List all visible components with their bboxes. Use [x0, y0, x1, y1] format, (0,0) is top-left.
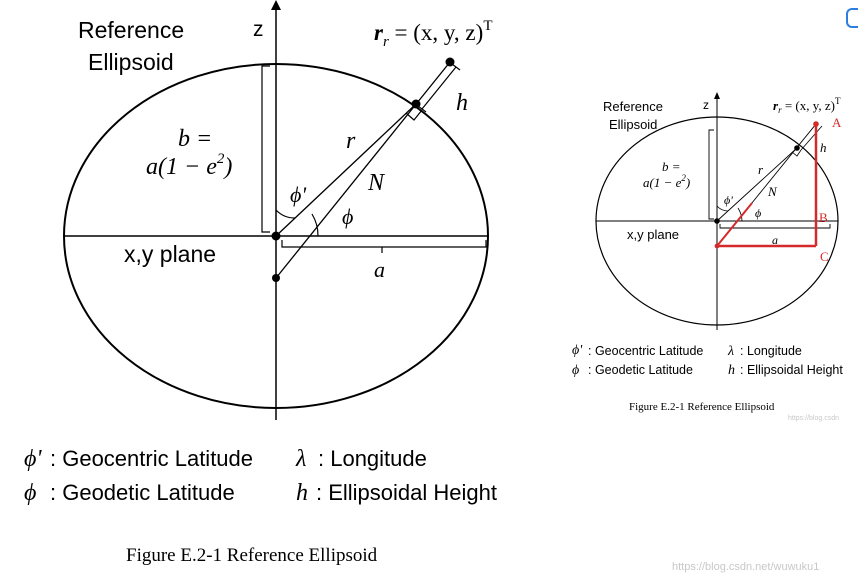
r-label: r [346, 128, 356, 154]
small-legend-row2-symbol2: h [728, 363, 735, 378]
r-line [275, 103, 417, 237]
small-legend-row1-text: : Geocentric Latitude [588, 344, 703, 358]
legend-row2-text: : Geodetic Latitude [50, 480, 235, 505]
legend-row2-text2: : Ellipsoidal Height [316, 480, 497, 505]
small-r-label: r [758, 162, 764, 177]
small-origin-point [714, 218, 720, 224]
a-bracket [281, 240, 487, 248]
small-b-formula-line1: b = [662, 159, 681, 174]
small-phi-prime-label: ϕ' [724, 193, 733, 207]
ref-label-line1: Reference [78, 17, 184, 43]
small-legend-row1-symbol: ϕ' [572, 343, 583, 358]
phi-prime-label: ϕ' [290, 182, 306, 207]
position-vector-equation: rr = (x, y, z)T [374, 18, 492, 50]
b-formula-line1: b = [178, 126, 212, 152]
normal-intersection-point [272, 274, 280, 282]
small-legend-row1-text2: : Longitude [740, 344, 802, 358]
origin-point [271, 231, 281, 241]
small-phi-arc [737, 207, 743, 222]
legend-row2-symbol: ϕ [24, 480, 36, 506]
legend-row1-text2: : Longitude [318, 446, 427, 471]
position-point [445, 57, 455, 67]
ring-icon[interactable] [846, 8, 858, 28]
N-label: N [367, 170, 386, 196]
red-normal-overlay [716, 202, 753, 247]
small-position-vector-equation: rr = (x, y, z)T [773, 96, 841, 115]
small-surface-point [794, 145, 800, 151]
small-xy-plane-label: x,y plane [627, 227, 679, 242]
small-legend-row2-symbol: ϕ [572, 363, 579, 378]
small-phi-label: ϕ [755, 206, 761, 220]
small-figure-caption: Figure E.2-1 Reference Ellipsoid [629, 401, 775, 413]
legend-row1-symbol2: λ [295, 446, 306, 472]
small-N-label: N [767, 184, 778, 199]
small-diagram: Reference Ellipsoid z rr = (x, y, z)T b … [572, 92, 843, 422]
small-right-angle-mark [791, 149, 802, 157]
large-diagram: Reference Ellipsoid z rr = (x, y, z)T b … [24, 0, 497, 566]
figure-caption: Figure E.2-1 Reference Ellipsoid [126, 545, 378, 566]
legend: ϕ' : Geocentric Latitude λ : Longitude ϕ… [24, 446, 497, 506]
small-h-bracket [800, 125, 823, 151]
small-phi-prime-arc [716, 205, 729, 212]
b-formula-line2: a(1 − e2) [146, 151, 232, 180]
h-label: h [456, 90, 468, 116]
small-watermark: https://blog.csdn [788, 415, 839, 422]
z-axis-label: z [253, 18, 264, 41]
phi-prime-arc [275, 209, 296, 219]
small-b-formula-line2: a(1 − e2) [643, 173, 690, 190]
phi-label: ϕ [342, 204, 353, 229]
point-C-label: C [820, 249, 829, 264]
small-b-bracket [708, 129, 714, 220]
b-bracket [261, 65, 270, 233]
bottom-watermark: https://blog.csdn.net/wuwuku1 [672, 561, 819, 573]
ref-label-line2: Ellipsoid [88, 49, 174, 75]
phi-arc [311, 213, 319, 237]
small-position-point [813, 121, 819, 127]
small-legend-row1-symbol2: λ [727, 344, 734, 359]
small-h-label: h [820, 140, 827, 155]
surface-point [411, 99, 421, 109]
small-a-label: a [772, 233, 778, 247]
point-B-label: B [819, 210, 828, 225]
normal-line [275, 61, 451, 279]
small-ref-label-line1: Reference [603, 99, 663, 114]
small-a-bracket [719, 224, 831, 229]
right-angle-mark [405, 109, 423, 121]
small-legend: ϕ' : Geocentric Latitude λ : Longitude ϕ… [572, 343, 843, 378]
small-normal-intersection-point [714, 243, 720, 249]
point-A-label: A [832, 115, 842, 130]
small-legend-row2-text: : Geodetic Latitude [588, 363, 693, 377]
legend-row2-symbol2: h [296, 480, 308, 506]
small-ref-label-line2: Ellipsoid [609, 117, 657, 132]
xy-plane-label: x,y plane [124, 241, 216, 267]
small-r-line [716, 147, 798, 222]
small-z-axis-arrowhead [714, 92, 720, 99]
legend-row1-text: : Geocentric Latitude [50, 446, 253, 471]
a-label: a [374, 257, 385, 282]
h-bracket [417, 63, 461, 113]
z-axis-arrowhead [271, 0, 281, 10]
small-legend-row2-text2: : Ellipsoidal Height [740, 363, 843, 377]
legend-row1-symbol: ϕ' [24, 446, 42, 472]
small-z-axis-label: z [703, 98, 709, 112]
